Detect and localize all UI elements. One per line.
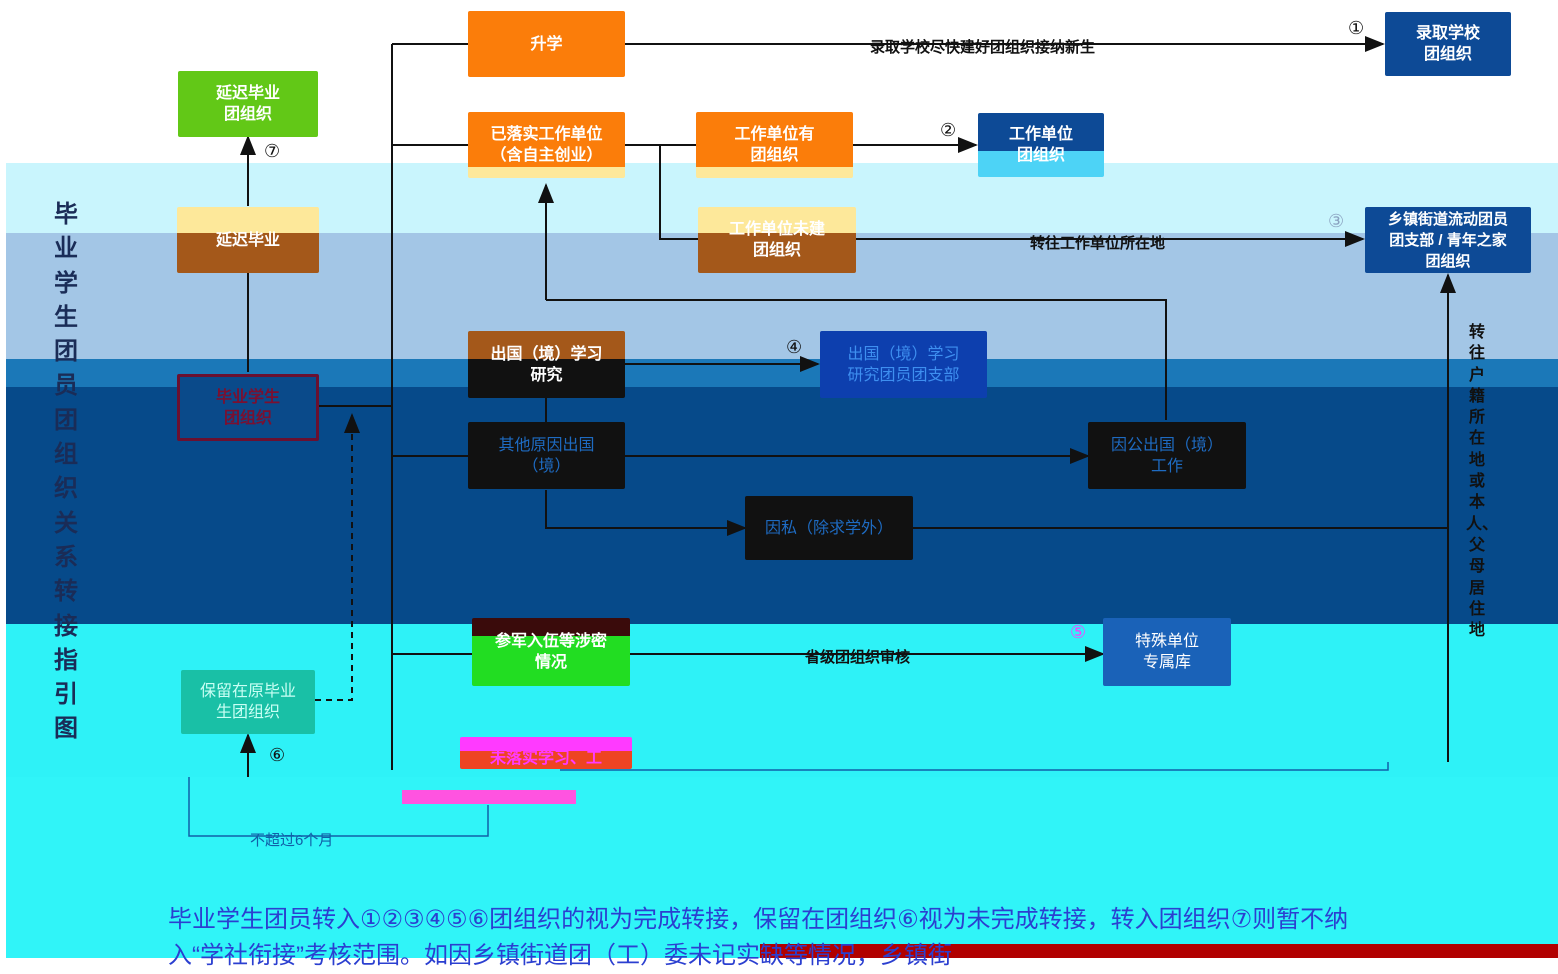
node-yanchi-zuzhi: 延迟毕业 团组织 <box>178 71 318 137</box>
node-biye-text: 毕业学生 团组织 <box>215 388 280 427</box>
number-6: ⑥ <box>269 745 286 765</box>
node-yinsi: 因私（除求学外） <box>745 496 913 560</box>
node-chuguo-study: 出国（境）学习 研究 <box>468 331 625 398</box>
node-weiluoshi-text: 未落实学习、工 <box>489 750 602 767</box>
diagram-title: 毕业学生团员团组织关系转接指引图 <box>54 201 78 743</box>
number-2: ② <box>940 120 957 140</box>
node-baoliu-text: 保留在原毕业 生团组织 <box>199 683 296 721</box>
label-six-months: 不超过6个月 <box>250 832 334 849</box>
node-yiluoshi-text: 已落实工作单位 （含自主创业） <box>490 126 603 164</box>
node-chuguo-branch-text: 出国（境）学习 研究团员团支部 <box>847 345 960 384</box>
node-yanchi-text: 延迟毕业 <box>215 231 280 249</box>
node-yingong-text: 因公出国（境） 工作 <box>1110 436 1223 475</box>
node-qita-text: 其他原因出国 （境） <box>498 436 595 475</box>
node-gzdw-wei-text: 工作单位未建 团组织 <box>728 221 825 259</box>
node-chuguo-branch: 出国（境）学习 研究团员团支部 <box>820 331 987 398</box>
node-canjun-text: 参军入伍等涉密 情况 <box>494 633 607 671</box>
node-luqu-text: 录取学校 团组织 <box>1415 25 1480 63</box>
number-4: ④ <box>786 337 803 357</box>
glitch-block <box>402 790 576 804</box>
node-xiangzhen-text: 乡镇街道流动团员 团支部 / 青年之家 团组织 <box>1387 210 1508 270</box>
node-yanchi: 延迟毕业 <box>177 207 319 273</box>
number-3: ③ <box>1328 211 1345 231</box>
node-yiluoshi: 已落实工作单位 （含自主创业） <box>468 112 625 178</box>
number-1: ① <box>1348 18 1365 38</box>
node-weiluoshi: 未落实学习、工 <box>460 737 632 769</box>
number-7: ⑦ <box>264 141 281 161</box>
node-gzdw-zuzhi: 工作单位 团组织 <box>978 113 1104 177</box>
node-qita: 其他原因出国 （境） <box>468 422 625 489</box>
node-gzdw-you-text: 工作单位有 团组织 <box>734 126 815 164</box>
node-baoliu: 保留在原毕业 生团组织 <box>181 670 315 734</box>
label-provincial-review: 省级团组织审核 <box>805 649 911 666</box>
node-teshu-text: 特殊单位 专属库 <box>1134 633 1199 671</box>
node-shengxue: 升学 <box>468 11 625 77</box>
node-gzdw-wei: 工作单位未建 团组织 <box>698 207 856 273</box>
node-yanchi-zuzhi-text: 延迟毕业 团组织 <box>215 85 280 123</box>
node-teshu: 特殊单位 专属库 <box>1103 618 1231 686</box>
node-gzdw-zuzhi-text: 工作单位 团组织 <box>1008 126 1073 164</box>
node-gzdw-you: 工作单位有 团组织 <box>696 112 853 178</box>
node-chuguo-study-text: 出国（境）学习 研究 <box>490 345 603 384</box>
node-xiangzhen: 乡镇街道流动团员 团支部 / 青年之家 团组织 <box>1365 207 1531 273</box>
number-5: ⑤ <box>1070 622 1087 642</box>
footnote: 毕业学生团员转入①②③④⑤⑥团组织的视为完成转接，保留在团组织⑥视为未完成转接，… <box>168 906 1349 969</box>
node-shengxue-text: 升学 <box>530 35 563 53</box>
node-yinsi-text: 因私（除求学外） <box>764 519 893 537</box>
label-huji-vertical: 转往户籍所在地或本人、父母居住地 <box>1466 324 1499 640</box>
node-luqu-school: 录取学校 团组织 <box>1385 12 1511 76</box>
band-red-strip <box>760 944 1558 958</box>
node-yingong: 因公出国（境） 工作 <box>1088 422 1246 489</box>
label-luqu-line: 录取学校尽快建好团组织接纳新生 <box>870 39 1096 56</box>
node-canjun: 参军入伍等涉密 情况 <box>472 618 630 686</box>
band-bottom-cyan <box>6 777 1558 958</box>
node-biye: 毕业学生 团组织 <box>177 374 319 441</box>
label-transfer-workplace: 转往工作单位所在地 <box>1030 235 1166 252</box>
